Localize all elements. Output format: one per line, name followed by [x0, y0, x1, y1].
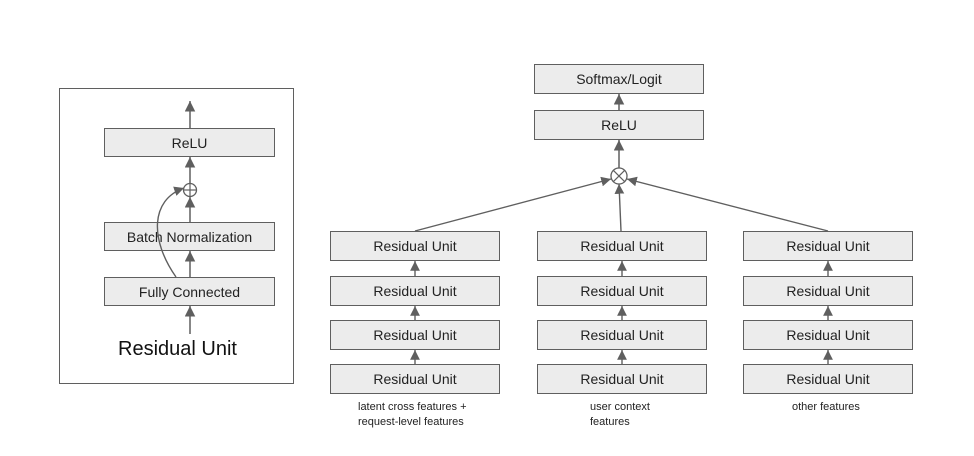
col2-residual-unit-3: Residual Unit	[537, 320, 707, 350]
col2-caption-line1: user context	[590, 401, 650, 413]
skip-connection-arrow	[156, 186, 185, 278]
col2-to-multiply-arrow	[614, 183, 625, 232]
col1-residual-unit-2: Residual Unit	[330, 276, 500, 306]
col1-residual-unit-4: Residual Unit	[330, 364, 500, 394]
col2-residual-unit-1: Residual Unit	[537, 231, 707, 261]
col3-residual-unit-4: Residual Unit	[743, 364, 913, 394]
col3-residual-unit-1: Residual Unit	[743, 231, 913, 261]
col3-residual-unit-2: Residual Unit	[743, 276, 913, 306]
col1-residual-unit-3: Residual Unit	[330, 320, 500, 350]
legend-fully-connected-box: Fully Connected	[104, 277, 275, 306]
col1-to-multiply-arrow	[414, 176, 612, 232]
legend-relu-box: ReLU	[104, 128, 275, 157]
col2-caption-line2: features	[590, 416, 630, 428]
col2-residual-unit-4: Residual Unit	[537, 364, 707, 394]
col3-residual-unit-3: Residual Unit	[743, 320, 913, 350]
legend-title: Residual Unit	[118, 338, 237, 360]
top-relu-box: ReLU	[534, 110, 704, 140]
col2-residual-unit-2: Residual Unit	[537, 276, 707, 306]
col3-to-multiply-arrow	[626, 176, 829, 232]
col3-caption-line1: other features	[792, 401, 860, 413]
col1-caption-line2: request-level features	[358, 416, 464, 428]
col1-caption-line1: latent cross features +	[358, 401, 467, 413]
residual-unit-legend-frame	[59, 88, 294, 384]
col1-caption: latent cross features + request-level fe…	[358, 400, 488, 430]
col1-residual-unit-1: Residual Unit	[330, 231, 500, 261]
col2-caption: user context features	[590, 400, 690, 430]
col3-caption: other features	[792, 400, 892, 415]
softmax-logit-box: Softmax/Logit	[534, 64, 704, 94]
